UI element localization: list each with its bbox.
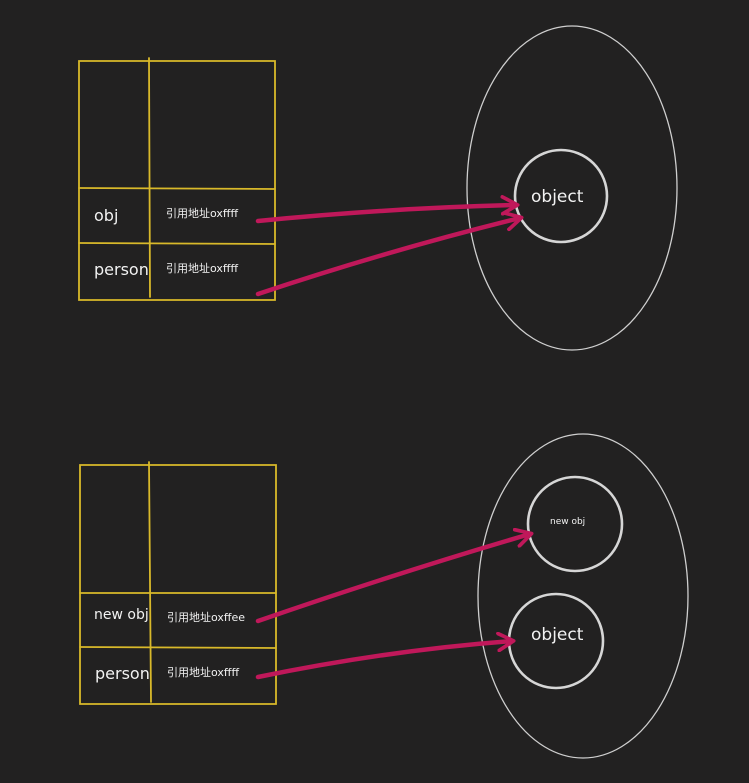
stack-variable-name: person — [95, 664, 150, 683]
heap-object-circle — [526, 475, 624, 573]
stack-table-bottom-row-divider-2 — [79, 646, 277, 649]
stack-address-value: 引用地址oxffee — [167, 610, 245, 624]
heap-object-label: object — [531, 187, 584, 207]
stack-table-bottom-border — [79, 464, 277, 705]
stack-variable-name: obj — [94, 206, 118, 225]
stack-table-bottom — [79, 461, 277, 705]
heap-region-top — [466, 25, 678, 351]
stack-variable-name: new obj — [94, 607, 149, 623]
reference-arrow — [255, 641, 512, 680]
stack-table-top-row-divider-2 — [78, 242, 276, 245]
heap-object-label: new obj — [550, 517, 585, 527]
heap-region-bottom — [477, 433, 689, 759]
reference-arrow — [255, 534, 530, 624]
stack-address-value: 引用地址oxffff — [166, 206, 238, 220]
stack-table-top — [78, 57, 276, 301]
stack-address-value: 引用地址oxffff — [167, 665, 239, 679]
reference-arrow — [255, 218, 520, 297]
reference-arrow — [255, 205, 516, 224]
stack-address-value: 引用地址oxffff — [166, 261, 238, 275]
stack-table-top-row-divider-1 — [78, 187, 276, 190]
stack-table-top-column-divider — [148, 57, 151, 298]
stack-table-top-border — [78, 60, 276, 301]
heap-object-label: object — [531, 625, 584, 645]
stack-variable-name: person — [94, 260, 149, 279]
stack-table-bottom-column-divider — [148, 461, 152, 703]
